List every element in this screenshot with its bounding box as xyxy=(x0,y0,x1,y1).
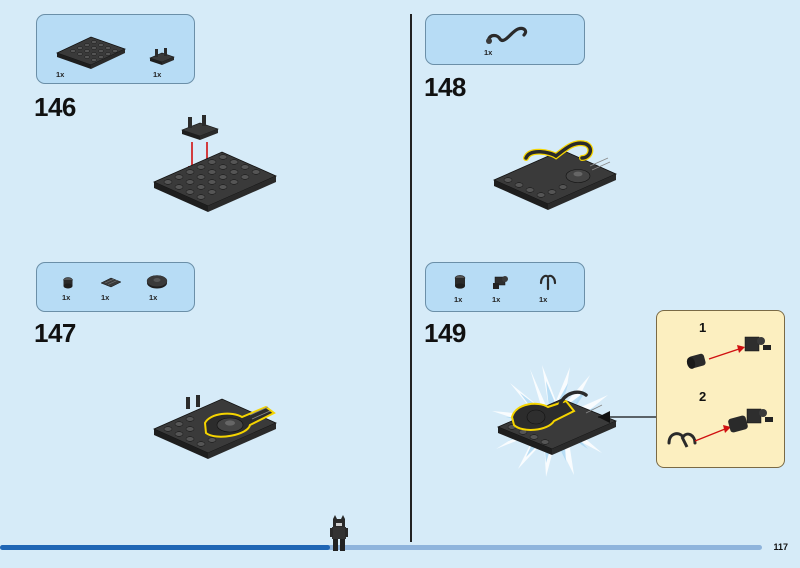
black-claw-icon xyxy=(539,274,557,291)
step-147-assembly xyxy=(153,395,277,459)
parts-box-146: 1x 1x xyxy=(36,14,195,84)
parts-box-149: 1x 1x 1x xyxy=(425,262,585,312)
part-qty: 1x xyxy=(62,293,71,302)
black-tile-grille-icon xyxy=(100,277,122,288)
black-round-brick-icon xyxy=(454,275,466,289)
black-round-plate-2x2-icon xyxy=(146,275,168,289)
sub-step-number: 1 xyxy=(699,320,707,335)
sub-assembly-callout: 1 2 xyxy=(656,310,785,468)
part-qty: 1x xyxy=(492,295,501,304)
step-number: 148 xyxy=(424,72,466,102)
part-qty: 1x xyxy=(101,293,110,302)
step-148-assembly xyxy=(493,140,617,210)
step-number: 147 xyxy=(34,318,76,348)
parts-box-148: 1x xyxy=(425,14,585,65)
page-divider xyxy=(410,14,412,542)
step-number: 149 xyxy=(424,318,466,348)
black-clip-plate-icon xyxy=(149,48,175,65)
sub-step-1-art xyxy=(686,336,771,369)
step-number: 146 xyxy=(34,92,76,122)
step-149-assembly xyxy=(492,365,660,477)
progress-bar xyxy=(0,545,762,550)
black-plate-4x6-icon xyxy=(55,36,127,69)
batman-minifig-icon xyxy=(330,515,348,551)
black-clip-hinge-icon xyxy=(493,276,508,289)
page-number: 117 xyxy=(773,542,788,552)
part-qty: 1x xyxy=(153,70,162,79)
part-qty: 1x xyxy=(56,70,65,79)
sub-step-2-art xyxy=(667,408,773,448)
part-qty: 1x xyxy=(484,48,493,57)
black-round-1x1-icon xyxy=(63,277,73,289)
parts-box-147: 1x 1x 1x xyxy=(36,262,195,312)
part-qty: 1x xyxy=(149,293,158,302)
sub-step-number: 2 xyxy=(699,389,707,404)
black-tail-hose-icon xyxy=(486,26,528,44)
part-qty: 1x xyxy=(454,295,463,304)
part-qty: 1x xyxy=(539,295,548,304)
step-146-assembly xyxy=(153,115,277,212)
